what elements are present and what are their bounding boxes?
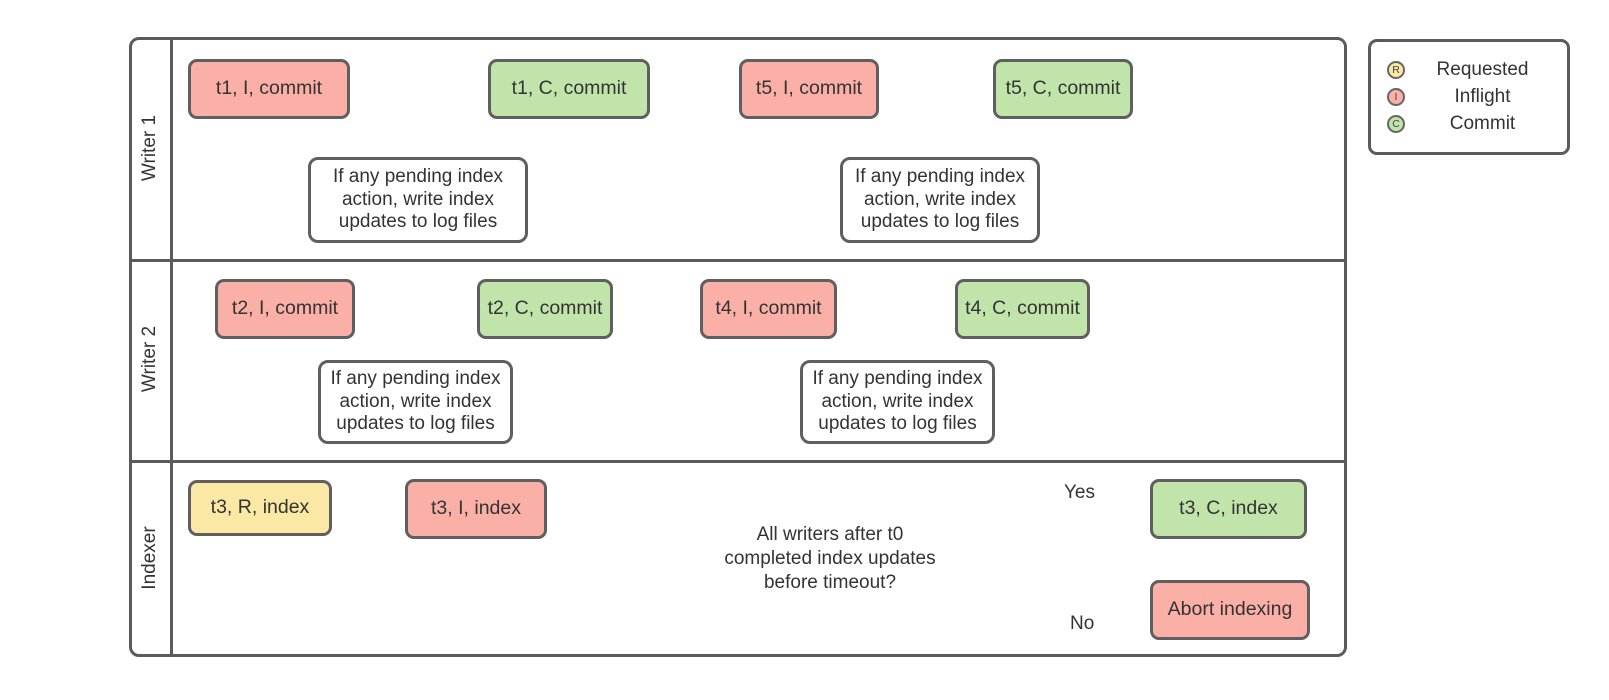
lane-label-indexer: Indexer — [139, 526, 160, 590]
node-t3-commit: t3, C, index — [1150, 479, 1307, 539]
legend-row-commit: C Commit — [1387, 113, 1555, 135]
node-t2-inflight: t2, I, commit — [215, 279, 355, 339]
condition-box: If any pending index action, write index… — [840, 157, 1040, 243]
condition-box: If any pending index action, write index… — [318, 360, 513, 444]
decision-label: All writers after t0 completed index upd… — [724, 523, 936, 594]
lane-divider — [131, 259, 1345, 262]
node-t3-requested: t3, R, index — [188, 480, 332, 536]
lane-label-writer2: Writer 2 — [139, 325, 160, 393]
node-t5-commit: t5, C, commit — [993, 59, 1133, 119]
condition-box: If any pending index action, write index… — [800, 360, 995, 444]
node-t5-inflight: t5, I, commit — [739, 59, 879, 119]
node-t4-commit: t4, C, commit — [955, 279, 1090, 339]
node-t3-inflight: t3, I, index — [405, 479, 547, 539]
node-t2-commit: t2, C, commit — [477, 279, 613, 339]
node-abort-indexing: Abort indexing — [1150, 580, 1310, 640]
node-t1-inflight: t1, I, commit — [188, 59, 350, 119]
node-t1-commit: t1, C, commit — [488, 59, 650, 119]
legend-label: Commit — [1449, 113, 1516, 134]
legend-label: Requested — [1436, 59, 1529, 80]
lane-divider — [131, 460, 1345, 463]
condition-box: If any pending index action, write index… — [308, 157, 528, 243]
swimlane-pool — [129, 37, 1347, 657]
lane-label-divider — [170, 39, 173, 655]
yes-edge-label: Yes — [1064, 482, 1095, 503]
commit-badge-icon: C — [1387, 115, 1405, 133]
no-edge-label: No — [1070, 613, 1095, 634]
inflight-badge-icon: I — [1387, 88, 1405, 106]
node-t4-inflight: t4, I, commit — [700, 279, 837, 339]
lane-label-writer1: Writer 1 — [139, 114, 160, 182]
legend-label: Inflight — [1454, 86, 1511, 107]
legend: R Requested I Inflight C Commit — [1368, 39, 1570, 155]
legend-row-inflight: I Inflight — [1387, 86, 1555, 108]
requested-badge-icon: R — [1387, 61, 1405, 79]
legend-row-requested: R Requested — [1387, 59, 1555, 81]
